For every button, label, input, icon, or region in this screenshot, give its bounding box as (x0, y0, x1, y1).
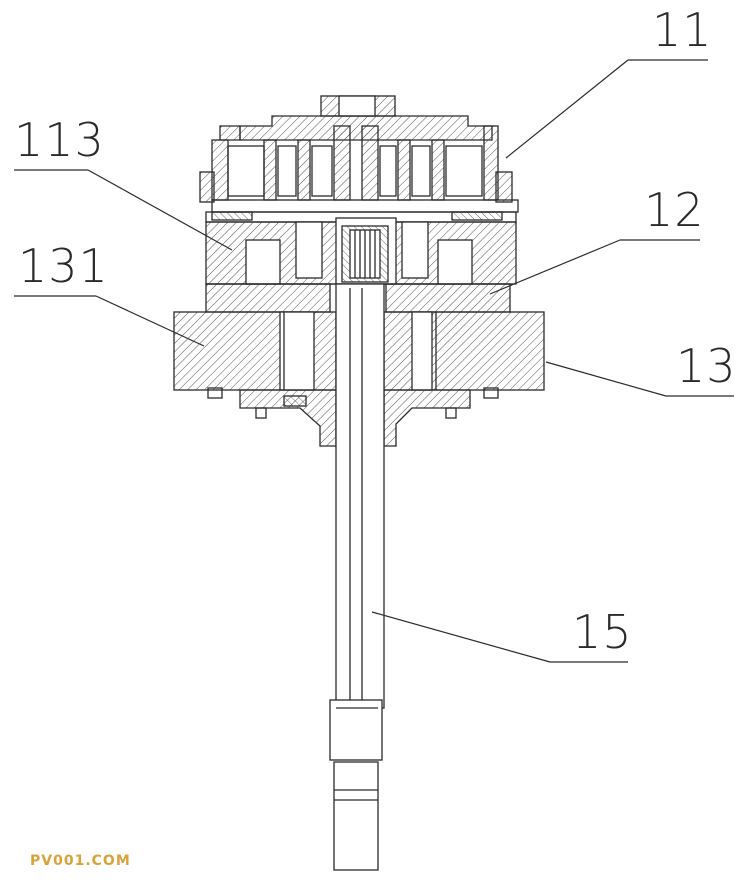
callout-15: 15 (572, 605, 633, 659)
callout-11: 11 (652, 3, 713, 57)
watermark: PV001.COM (30, 853, 131, 869)
top-cover (199, 95, 519, 213)
callout-13: 13 (676, 339, 737, 393)
housing-113 (205, 211, 517, 285)
callout-113: 113 (14, 113, 105, 167)
plate-12 (205, 283, 511, 313)
leader-lines (14, 59, 734, 663)
callout-131: 131 (18, 239, 109, 293)
shaft-15 (329, 283, 385, 871)
callout-12: 12 (644, 183, 705, 237)
base-13 (173, 311, 545, 447)
